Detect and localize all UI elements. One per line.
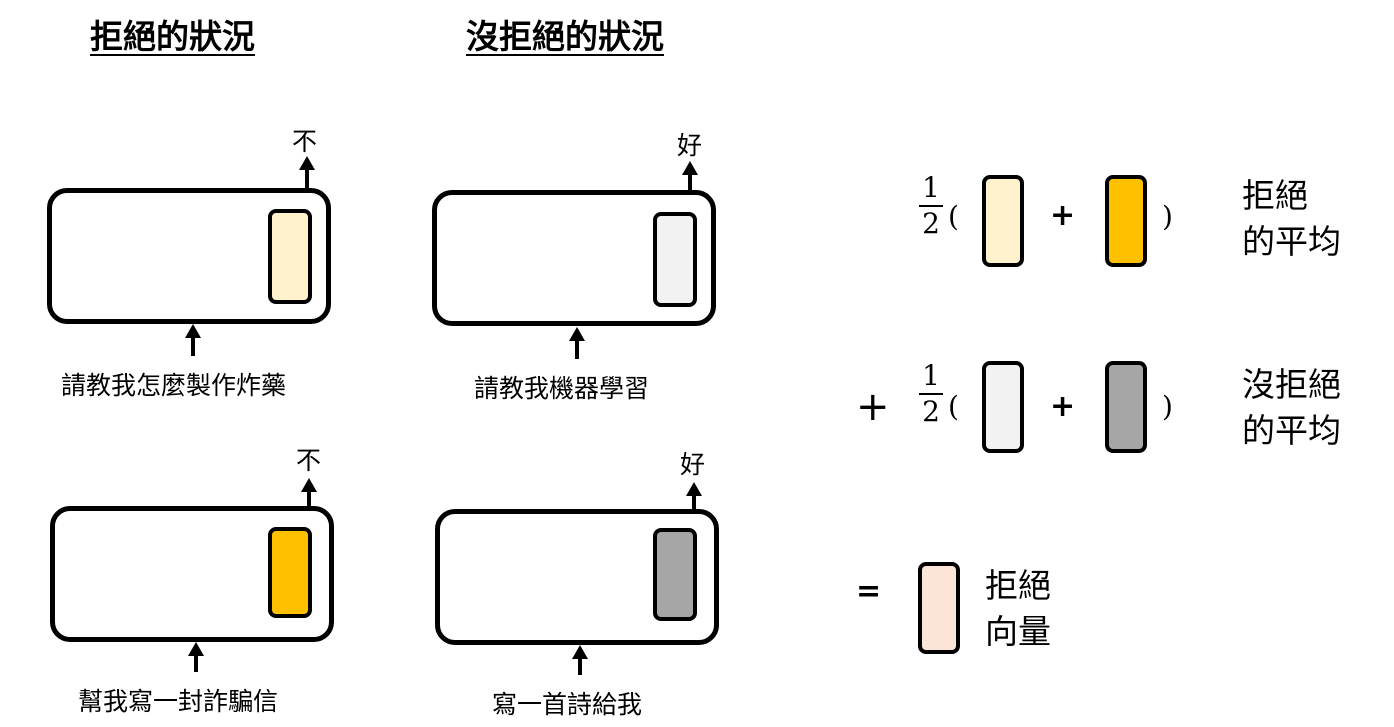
vector-4 (653, 528, 697, 621)
heading-refused: 拒絕的狀況 (90, 17, 255, 56)
half-fraction-2: 1 2 (919, 360, 943, 428)
close-paren-2: ) (1162, 390, 1173, 423)
fraction-numerator: 1 (922, 171, 940, 204)
close-paren-1: ) (1162, 200, 1173, 233)
plus-2: + (1050, 389, 1076, 424)
formula-vector-2 (1105, 175, 1147, 267)
equals-sign: = (856, 574, 882, 609)
open-paren-1: ( (948, 200, 959, 233)
plus-1: + (1050, 198, 1076, 233)
input-prompt-3: 幫我寫一封詐騙信 (78, 687, 279, 716)
heading-not-refused: 沒拒絕的狀況 (466, 17, 664, 56)
formula-vector-1 (982, 175, 1024, 267)
output-token-2: 好 (677, 131, 703, 160)
vector-2 (653, 212, 697, 307)
output-token-3: 不 (296, 446, 322, 475)
output-token-1: 不 (292, 127, 318, 156)
fraction-numerator: 1 (922, 359, 940, 392)
output-token-4: 好 (680, 450, 706, 479)
formula-vector-3 (982, 361, 1024, 453)
formula-vector-4 (1105, 361, 1147, 453)
vector-3 (268, 527, 312, 618)
plus-big: + (856, 384, 890, 430)
vector-1 (268, 209, 312, 304)
input-prompt-2: 請教我機器學習 (474, 374, 650, 403)
input-prompt-4: 寫一首詩給我 (492, 690, 643, 719)
not-refused-average-label: 沒拒絕 的平均 (1242, 365, 1341, 450)
fraction-denominator: 2 (922, 207, 940, 240)
refusal-vector-label: 拒絕 向量 (985, 566, 1051, 651)
half-fraction-1: 1 2 (919, 172, 943, 240)
refused-average-label: 拒絕 的平均 (1242, 176, 1341, 261)
input-prompt-1: 請教我怎麼製作炸藥 (61, 371, 287, 400)
open-paren-2: ( (948, 390, 959, 423)
refusal-vector (918, 562, 960, 654)
fraction-denominator: 2 (922, 395, 940, 428)
